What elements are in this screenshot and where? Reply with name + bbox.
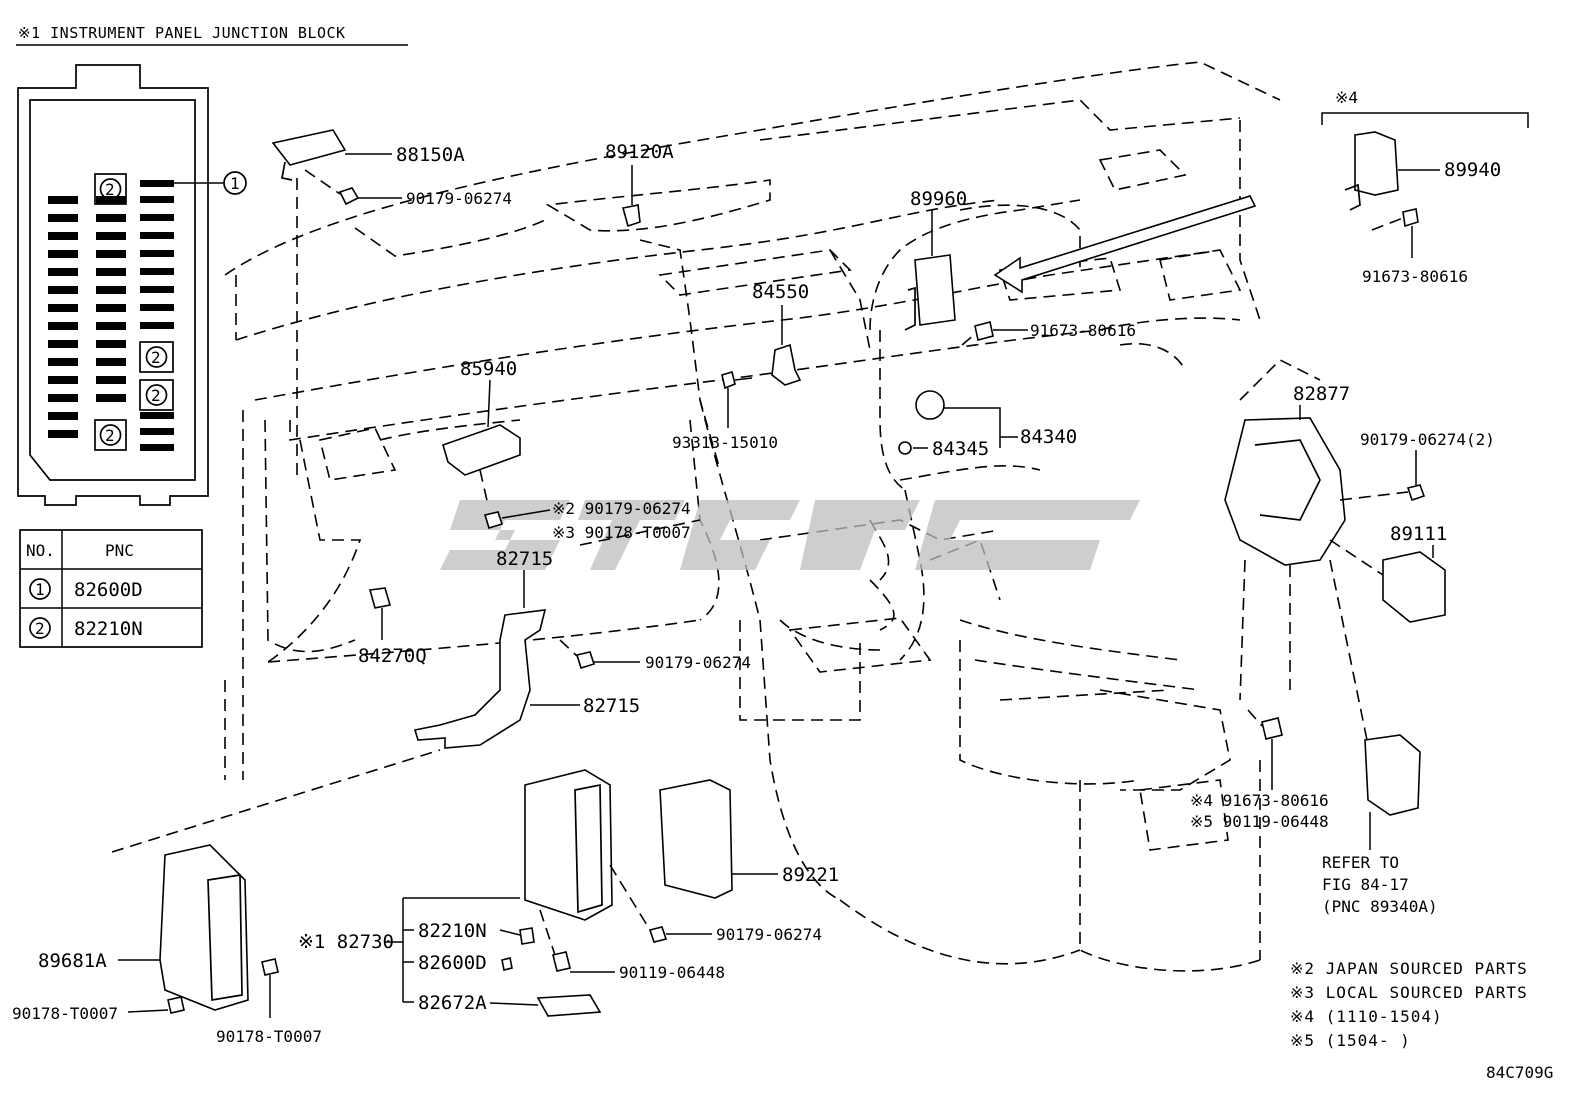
footnote: ※2 JAPAN SOURCED PARTS [1290, 959, 1528, 978]
svg-text:※1 82730: ※1 82730 [298, 931, 394, 953]
part-90179-mid: 90179-06274 [559, 639, 751, 672]
svg-text:90179-06274: 90179-06274 [406, 189, 512, 208]
svg-text:89120A: 89120A [605, 141, 674, 163]
part-82715-upper: 82715 [496, 519, 701, 608]
svg-text:89681A: 89681A [38, 950, 107, 972]
svg-text:82715: 82715 [496, 548, 553, 570]
callout-1-circle [223, 171, 247, 195]
part-82877: 82877 [1224, 383, 1350, 701]
svg-text:90119-06448: 90119-06448 [619, 963, 725, 982]
svg-text:90178-T0007: 90178-T0007 [12, 1004, 118, 1023]
part-90178-mid: 90178-T0007 [216, 958, 322, 1046]
svg-text:REFER TO: REFER TO [1322, 853, 1399, 872]
part-90179-top: 90179-06274 [304, 169, 512, 208]
footnote: ※3 LOCAL SOURCED PARTS [1290, 983, 1528, 1002]
fuse-slots [48, 180, 174, 451]
svg-text:89960: 89960 [910, 188, 967, 210]
svg-text:84345: 84345 [932, 438, 989, 460]
part-90119: 90119-06448 [539, 909, 725, 982]
svg-text:82600D: 82600D [418, 952, 487, 974]
table-header-no: NO. [26, 541, 55, 560]
part-84270Q: 84270Q [358, 587, 427, 667]
part-85940: 85940 [442, 358, 521, 506]
svg-text:※4 91673-80616: ※4 91673-80616 [1190, 791, 1329, 810]
part-91673-mid: 91673-80616 [961, 321, 1136, 346]
junction-block-inset: ※1 INSTRUMENT PANEL JUNCTION BLOCK [16, 24, 408, 506]
svg-text:(PNC 89340A): (PNC 89340A) [1322, 897, 1438, 916]
part-89340A-ref: REFER TO FIG 84-17 (PNC 89340A) [1322, 559, 1438, 916]
relay-slot: 2 [94, 173, 127, 205]
part-90178-left: 90178-T0007 [12, 996, 185, 1023]
svg-text:89111: 89111 [1390, 523, 1447, 545]
footnote: ※4 (1110-1504) [1290, 1007, 1443, 1026]
part-89111: 89111 [1329, 523, 1447, 623]
part-82715-bracket: 82715 [413, 609, 640, 749]
svg-text:2: 2 [105, 426, 115, 445]
part-91673-low: ※4 91673-80616 ※5 90119-06448 [1190, 709, 1329, 831]
svg-text:84270Q: 84270Q [358, 645, 427, 667]
part-90179-low: 90179-06274 [609, 864, 822, 944]
part-89960: 89960 [904, 188, 967, 331]
svg-text:93313-15010: 93313-15010 [672, 433, 778, 452]
svg-text:91673-80616: 91673-80616 [1030, 321, 1136, 340]
footnote: ※5 (1504- ) [1290, 1031, 1411, 1050]
svg-text:FIG 84-17: FIG 84-17 [1322, 875, 1409, 894]
part-84340: 84340 84345 [898, 390, 1077, 460]
table-row-pnc: 82210N [74, 618, 143, 640]
junction-block-title: ※1 INSTRUMENT PANEL JUNCTION BLOCK [18, 24, 346, 42]
part-90179-jp: ※2 90179-06274 ※3 90178-T0007 [483, 499, 691, 542]
svg-text:82210N: 82210N [418, 920, 487, 942]
figure-code: 84C709G [1486, 1063, 1553, 1082]
part-89940-group: ※4 89940 91673-80616 [1321, 88, 1529, 286]
svg-text:90178-T0007: 90178-T0007 [216, 1027, 322, 1046]
relay-slot: 2 [139, 379, 174, 411]
footnotes: ※2 JAPAN SOURCED PARTS ※3 LOCAL SOURCED … [1290, 959, 1528, 1050]
pnc-table: NO. PNC 1 82600D 2 82210N [19, 529, 203, 648]
part-88150A: 88150A [271, 129, 465, 480]
svg-text:82715: 82715 [583, 695, 640, 717]
svg-text:82877: 82877 [1293, 383, 1350, 405]
svg-text:89940: 89940 [1444, 159, 1501, 181]
part-82730: ※1 82730 82210N 82600D 82672A [298, 769, 613, 1017]
watermark-logo [440, 500, 1140, 570]
part-90179-x2: 90179-06274(2) [1339, 430, 1495, 502]
part-93313-15010: 93313-15010 [672, 370, 778, 452]
part-84550: 84550 [752, 281, 809, 386]
relay-slot: 2 [139, 341, 174, 373]
svg-text:90179-06274: 90179-06274 [645, 653, 751, 672]
table-header-pnc: PNC [105, 541, 134, 560]
svg-text:91673-80616: 91673-80616 [1362, 267, 1468, 286]
defroster-arrow [993, 195, 1257, 294]
svg-text:1: 1 [230, 174, 240, 193]
part-89681A: 89681A [38, 749, 441, 1011]
part-89221: 89221 [659, 779, 839, 899]
svg-text:※5 90119-06448: ※5 90119-06448 [1190, 812, 1329, 831]
relay-slot: 2 [94, 419, 127, 451]
svg-text:90179-06274(2): 90179-06274(2) [1360, 430, 1495, 449]
svg-text:85940: 85940 [460, 358, 517, 380]
table-row-no: 2 [35, 619, 45, 638]
svg-text:84340: 84340 [1020, 426, 1077, 448]
svg-text:2: 2 [151, 348, 161, 367]
svg-text:※2 90179-06274: ※2 90179-06274 [552, 499, 691, 518]
table-row-pnc: 82600D [74, 579, 143, 601]
svg-text:89221: 89221 [782, 864, 839, 886]
svg-text:82672A: 82672A [418, 992, 487, 1014]
svg-text:※4: ※4 [1335, 88, 1358, 107]
svg-text:88150A: 88150A [396, 144, 465, 166]
svg-text:84550: 84550 [752, 281, 809, 303]
svg-text:90179-06274: 90179-06274 [716, 925, 822, 944]
part-89120A: 89120A [605, 141, 674, 228]
svg-text:※3 90178-T0007: ※3 90178-T0007 [552, 523, 691, 542]
svg-text:2: 2 [105, 180, 115, 199]
svg-text:2: 2 [151, 386, 161, 405]
table-row-no: 1 [35, 580, 45, 599]
